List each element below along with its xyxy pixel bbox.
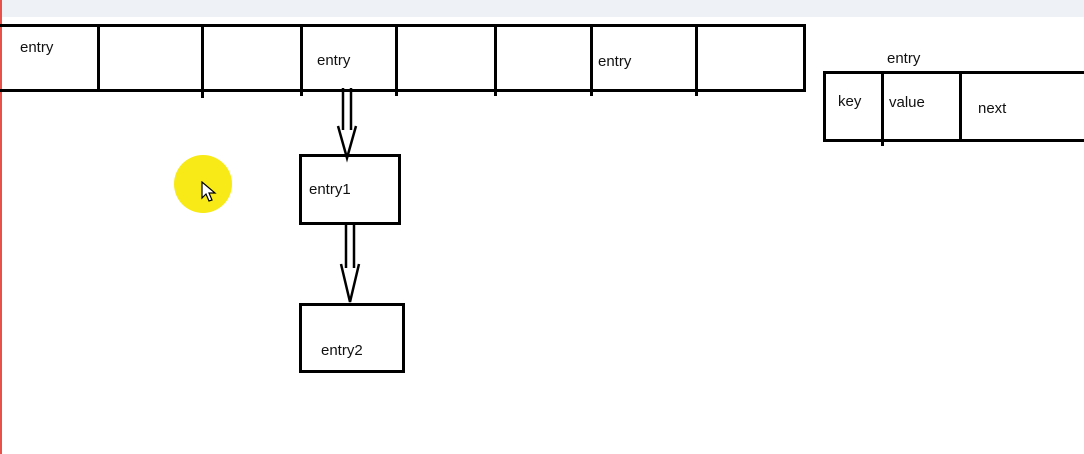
window-top-strip xyxy=(0,0,1084,17)
entry-field-divider xyxy=(881,73,884,146)
entry-structure-frame xyxy=(823,71,1084,142)
chain-node-label: entry1 xyxy=(309,181,351,198)
arrow-entry1-to-entry2 xyxy=(339,224,361,303)
bucket-divider xyxy=(590,26,593,96)
bucket-label: entry xyxy=(20,39,54,56)
mouse-pointer-icon xyxy=(201,181,217,202)
entry-field-next: next xyxy=(978,100,1007,117)
bucket-label: entry xyxy=(317,52,351,69)
bucket-divider xyxy=(494,26,497,96)
window-left-edge xyxy=(0,0,2,454)
arrow-bucket-to-entry1 xyxy=(336,88,358,163)
bucket-array-frame xyxy=(0,24,806,92)
bucket-divider xyxy=(695,26,698,96)
entry-structure-title: entry xyxy=(887,50,921,67)
entry-field-value: value xyxy=(889,94,925,111)
bucket-divider xyxy=(395,26,398,96)
entry-field-key: key xyxy=(838,93,862,110)
bucket-divider xyxy=(201,26,204,98)
chain-node-entry1 xyxy=(299,154,401,225)
bucket-label: entry xyxy=(598,53,632,70)
entry-field-divider xyxy=(959,73,962,140)
bucket-divider xyxy=(300,26,303,96)
chain-node-label: entry2 xyxy=(321,342,363,359)
chain-node-entry2 xyxy=(299,303,405,373)
bucket-divider xyxy=(97,26,100,92)
